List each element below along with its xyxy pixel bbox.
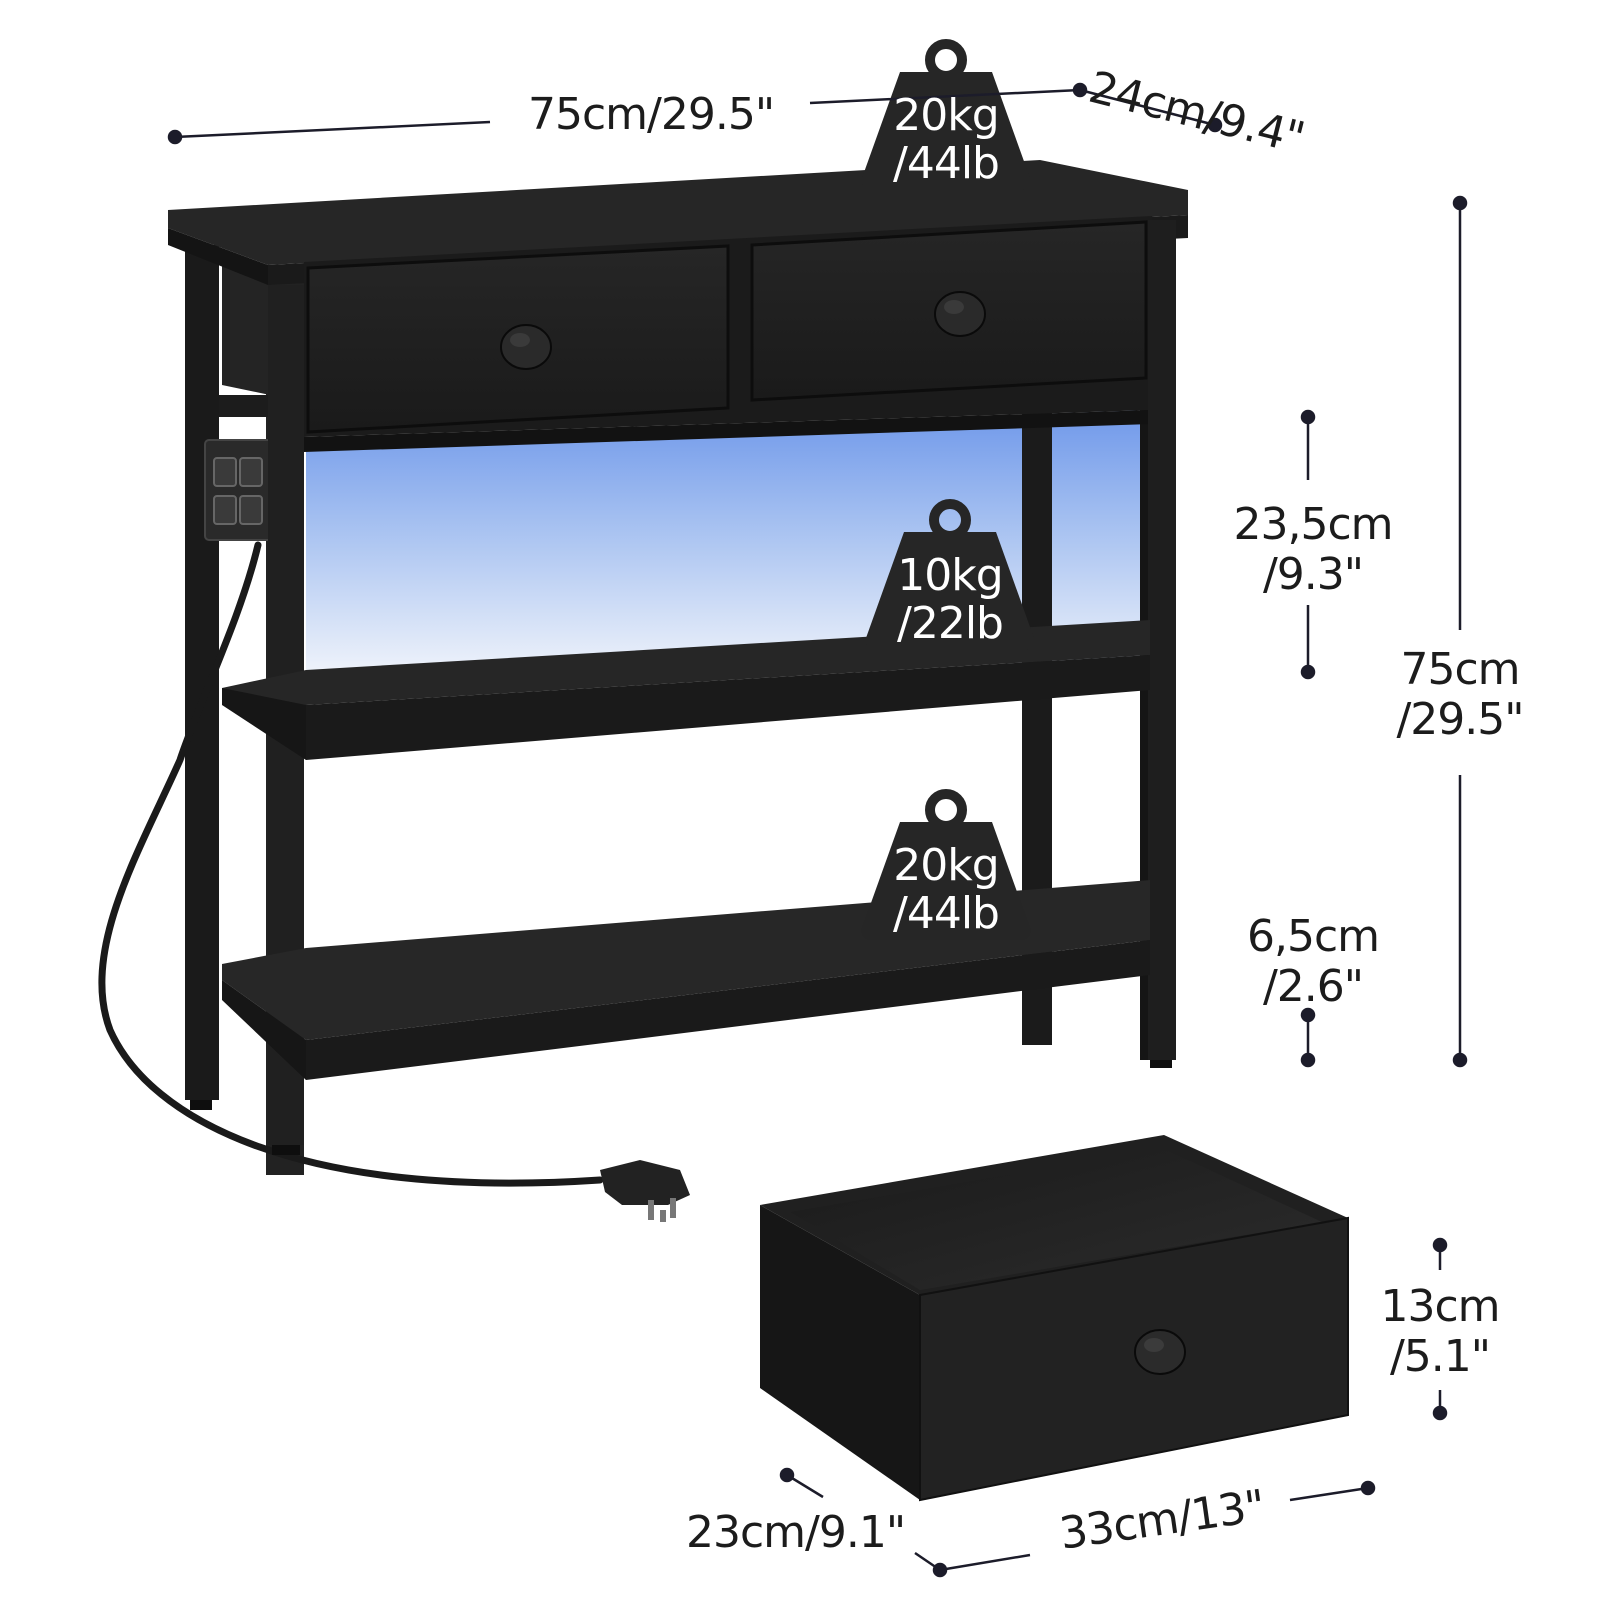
power-plug [600,1160,690,1222]
height-dimension-label-2: /29.5" [1396,694,1524,745]
bottom-weight-label-1: 20kg [893,840,999,891]
drawer-knob-right [934,291,986,337]
drawer-knob-left [500,324,552,370]
weight-badge-middle [865,499,1035,650]
middle-weight-label-2: /22lb [897,598,1004,649]
width-dimension-label: 75cm/29.5" [528,89,775,140]
top-weight-label-2: /44lb [893,138,1000,189]
removable-drawer-knob [1134,1329,1186,1375]
bottom-clearance-label-2: /2.6" [1262,961,1364,1012]
feet [190,1060,1172,1155]
top-weight-label-1: 20kg [893,90,999,141]
bottom-clearance-label-1: 6,5cm [1246,911,1380,962]
middle-weight-label-1: 10kg [897,550,1003,601]
height-dimension-label-1: 75cm [1400,644,1520,695]
removable-fabric-drawer [760,1135,1349,1502]
drawer-height-label-2: /5.1" [1389,1331,1491,1382]
weight-badge-bottom [861,789,1031,940]
dimension-lines [167,82,1468,1578]
drawer-height-label-1: 13cm [1380,1281,1500,1332]
bottom-weight-label-2: /44lb [893,888,1000,939]
power-strip [204,439,274,541]
power-cord [98,541,604,1187]
weight-badge-top [861,39,1031,190]
drawer-gap-label-1: 23,5cm [1233,499,1393,550]
drawer-depth-label: 23cm/9.1" [686,1507,906,1558]
drawer-gap-label-2: /9.3" [1262,549,1364,600]
